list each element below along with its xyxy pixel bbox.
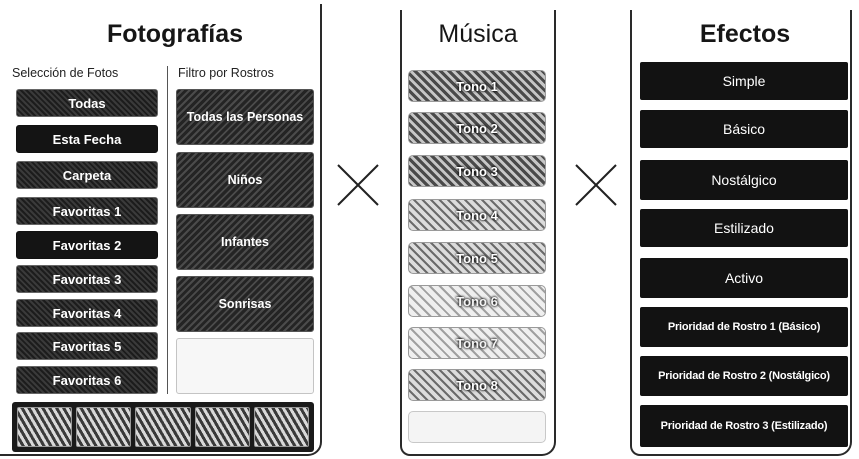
tono-6-button[interactable]: Tono 6 (408, 285, 546, 317)
filtro-ninos-button[interactable]: Niños (176, 152, 314, 208)
tono-7-button[interactable]: Tono 7 (408, 327, 546, 359)
efecto-estilizado-button[interactable]: Estilizado (640, 209, 848, 247)
seleccion-favoritas-5-button[interactable]: Favoritas 5 (16, 332, 158, 360)
filtro-infantes-button[interactable]: Infantes (176, 214, 314, 270)
efecto-basico-button[interactable]: Básico (640, 110, 848, 148)
tono-4-button[interactable]: Tono 4 (408, 199, 546, 231)
photo-thumbnail-strip (12, 402, 314, 452)
efecto-activo-button[interactable]: Activo (640, 258, 848, 298)
tono-empty-slot[interactable] (408, 411, 546, 443)
photo-thumbnail[interactable] (194, 407, 250, 447)
tono-2-button[interactable]: Tono 2 (408, 112, 546, 144)
efecto-simple-button[interactable]: Simple (640, 62, 848, 100)
efecto-prioridad-rostro-2-button[interactable]: Prioridad de Rostro 2 (Nostálgico) (640, 356, 848, 396)
cross-icon (574, 163, 618, 207)
efecto-prioridad-rostro-1-button[interactable]: Prioridad de Rostro 1 (Básico) (640, 307, 848, 347)
seleccion-favoritas-6-button[interactable]: Favoritas 6 (16, 366, 158, 394)
tono-8-button[interactable]: Tono 8 (408, 369, 546, 401)
seleccion-favoritas-2-button[interactable]: Favoritas 2 (16, 231, 158, 259)
photo-thumbnail[interactable] (17, 407, 73, 447)
efectos-panel (630, 10, 852, 456)
efecto-prioridad-rostro-3-button[interactable]: Prioridad de Rostro 3 (Estilizado) (640, 405, 848, 447)
tono-5-button[interactable]: Tono 5 (408, 242, 546, 274)
cross-icon (336, 163, 380, 207)
seleccion-esta-fecha-button[interactable]: Esta Fecha (16, 125, 158, 153)
efecto-nostalgico-button[interactable]: Nostálgico (640, 160, 848, 200)
tono-3-button[interactable]: Tono 3 (408, 155, 546, 187)
seleccion-favoritas-1-button[interactable]: Favoritas 1 (16, 197, 158, 225)
seleccion-todas-button[interactable]: Todas (16, 89, 158, 117)
photo-thumbnail[interactable] (135, 407, 191, 447)
photo-thumbnail[interactable] (253, 407, 310, 447)
seleccion-favoritas-4-button[interactable]: Favoritas 4 (16, 299, 158, 327)
seleccion-fotos-heading: Selección de Fotos (12, 66, 119, 80)
column-divider (167, 66, 168, 394)
filtro-sonrisas-button[interactable]: Sonrisas (176, 276, 314, 332)
tono-1-button[interactable]: Tono 1 (408, 70, 546, 102)
fotografias-title: Fotografías (106, 20, 244, 48)
filtro-todas-personas-button[interactable]: Todas las Personas (176, 89, 314, 145)
seleccion-favoritas-3-button[interactable]: Favoritas 3 (16, 265, 158, 293)
musica-title: Música (438, 20, 518, 48)
filtro-rostros-heading: Filtro por Rostros (178, 66, 274, 80)
filtro-empty-slot[interactable] (176, 338, 314, 394)
photo-thumbnail[interactable] (76, 407, 132, 447)
seleccion-carpeta-button[interactable]: Carpeta (16, 161, 158, 189)
musica-panel (400, 10, 556, 456)
efectos-title: Efectos (699, 20, 791, 48)
fotografias-panel (0, 4, 322, 456)
